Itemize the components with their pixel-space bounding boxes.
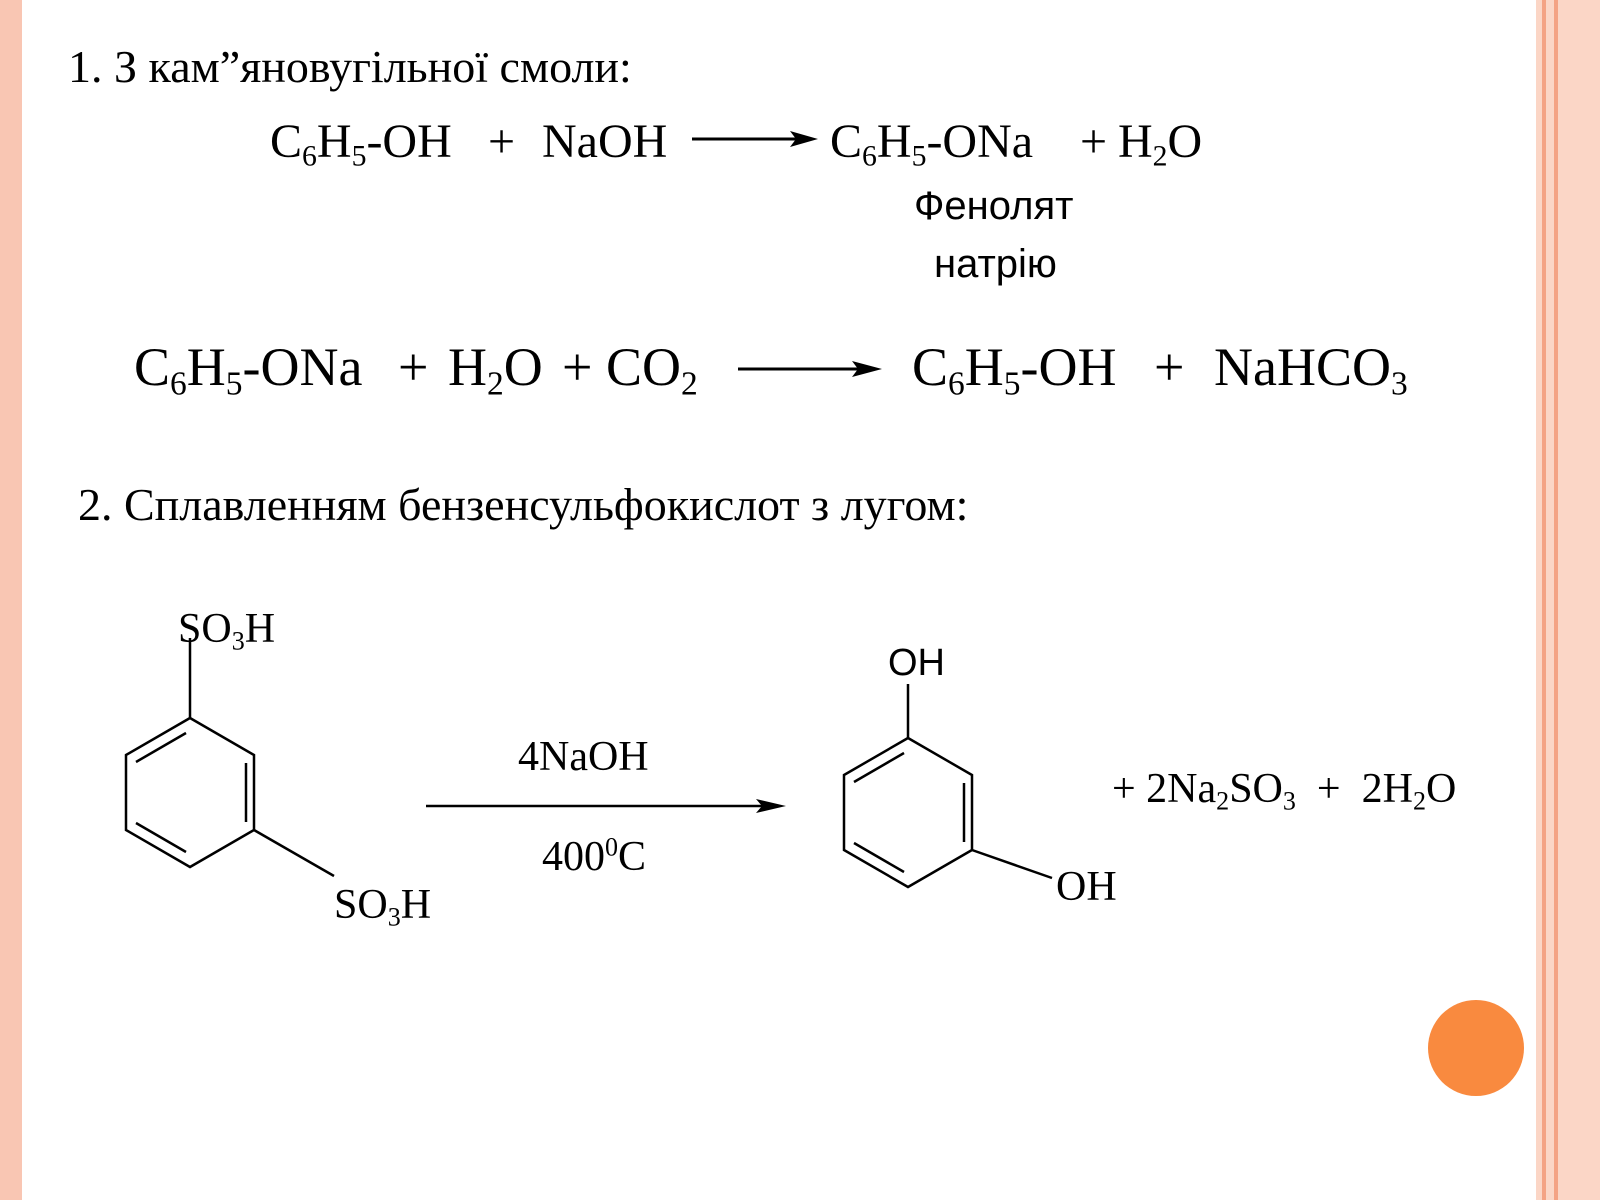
reaction-1-plus: + (488, 115, 516, 168)
left-frame-border (0, 0, 22, 1200)
heading-2: 2. Сплавленням бензенсульфокислот з луго… (78, 479, 969, 530)
reaction-1-arrow (692, 131, 818, 147)
right-frame-border (1536, 0, 1600, 1200)
product-group-bottom: OH (1056, 864, 1117, 910)
reaction-2-reactant-water: H2O (448, 337, 543, 403)
reaction-2-plus-1: + (398, 337, 429, 397)
reaction-2-arrow (738, 361, 882, 377)
reaction-1-plus-2: + (1080, 115, 1108, 168)
slide: 1. З кам”яновугільної смоли: C6H5-OH + N… (22, 0, 1536, 1200)
product-group-top: OH (888, 642, 945, 684)
condition-below-arrow: 4000C (542, 832, 647, 880)
byproducts: + 2Na2SO3 + 2H2O (1112, 766, 1457, 816)
reagent-above-arrow: 4NaOH (518, 734, 649, 780)
reaction-1-product-phenolate: C6H5-ONa (830, 115, 1034, 173)
reaction-2-reactant-phenolate: C6H5-ONa (134, 337, 363, 403)
reaction-2-reactant-co2: CO2 (606, 337, 698, 403)
reaction-2-plus-3: + (1154, 337, 1185, 397)
benzene-disulfonic-acid-structure (124, 638, 1053, 889)
reaction-2-plus-2: + (562, 337, 593, 397)
reaction-1-product-water: H2O (1118, 115, 1203, 173)
product-name-line-2: натрію (934, 242, 1057, 286)
reaction-2-product-nahco3: NaHCO3 (1214, 337, 1408, 403)
reactant-group-top: SO3H (178, 606, 276, 656)
reaction-1-reactant-phenol: C6H5-OH (270, 115, 452, 173)
reaction-1-reactant-naoh: NaOH (542, 115, 668, 168)
reactant-group-bottom: SO3H (334, 882, 432, 932)
product-name-line-1: Фенолят (914, 184, 1074, 228)
heading-1: 1. З кам”яновугільної смоли: (68, 41, 632, 92)
orange-circle-decoration (1428, 1000, 1524, 1096)
reaction-2-product-phenol: C6H5-OH (912, 337, 1117, 403)
